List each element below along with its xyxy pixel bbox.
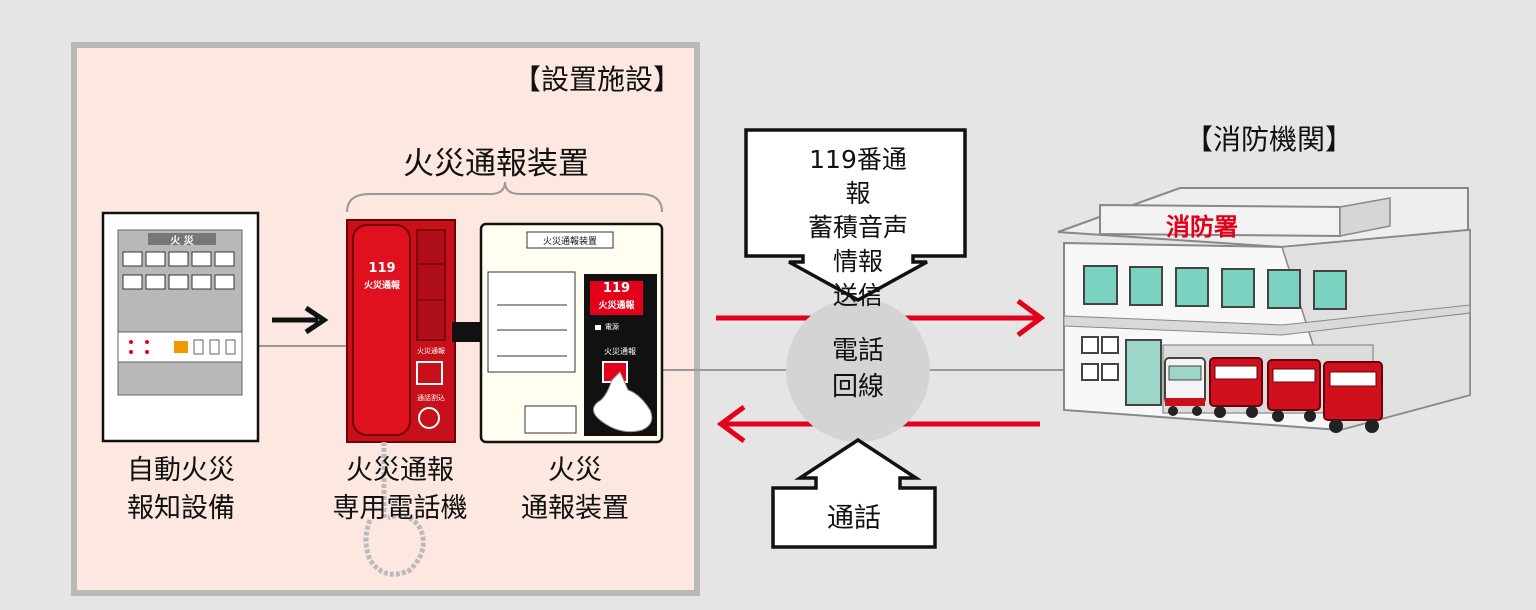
fire-alarm-panel [101,211,260,443]
device-power-label: 電源 [605,323,619,331]
fire-truck-icon [1209,357,1263,418]
fire-alarm-caption-line1: 自動火災 [127,455,235,486]
fire-truck-icon [1323,361,1383,433]
phone-line-label-line1: 電話 [831,336,884,366]
callout-send-line2: 蓄積音声情報 [807,213,908,276]
device-caption-line2: 通報装置 [521,493,629,524]
dedicated-phone [346,219,456,577]
fire-station-building [1057,187,1471,433]
callout-send-text: 119番通報 蓄積音声情報 送信 [798,143,918,313]
phone-screen-number: 119 [368,261,396,276]
callout-talk-text: 通話 [827,503,881,534]
flow-arrow-icon [272,305,329,335]
phone-side-label-interrupt: 通話割込 [417,394,445,402]
callout-talk-arrow [771,437,937,549]
callout-send-line1: 119番通報 [809,145,907,208]
device-badge-label: 火災通報 [598,301,635,311]
phone-caption-line2: 専用電話機 [332,493,468,524]
fire-notification-device [479,222,664,444]
fire-truck-icon [1164,357,1206,416]
phone-device-connector [452,322,482,342]
device-panel-title: 火災通報装置 [542,237,597,247]
outgoing-arrowhead-icon [1016,298,1046,338]
device-group-brace [346,181,663,213]
phone-line-label: 電話 回線 [798,333,918,405]
device-caption: 火災 通報装置 [490,452,660,528]
device-badge-number: 119 [602,281,631,296]
device-caption-line1: 火災 [548,455,602,486]
fire-truck-icon [1267,359,1321,422]
device-alarm-button[interactable] [603,362,627,382]
fire-station-sign: 消防署 [1166,213,1238,241]
device-button-label: 火災通報 [604,347,636,356]
callout-send-arrow [744,128,967,302]
callout-send-line3: 送信 [832,281,883,310]
fire-alarm-panel-label: 火 災 [170,236,194,247]
facility-title: 【設置施設】 [513,63,682,96]
phone-line-circle [786,298,930,442]
incoming-arrowhead-icon [716,404,746,444]
phone-caption-line1: 火災通報 [346,455,454,486]
fire-dept-title: 【消防機関】 [1185,123,1354,156]
phone-screen-label: 火災通報 [363,281,400,291]
phone-line-label-line2: 回線 [831,372,884,402]
phone-caption: 火災通報 専用電話機 [305,452,495,528]
fire-alarm-caption: 自動火災 報知設備 [96,452,266,528]
fire-alarm-caption-line2: 報知設備 [127,493,235,524]
phone-side-label-alarm: 火災通報 [417,347,445,355]
device-group-title: 火災通報装置 [403,146,589,182]
